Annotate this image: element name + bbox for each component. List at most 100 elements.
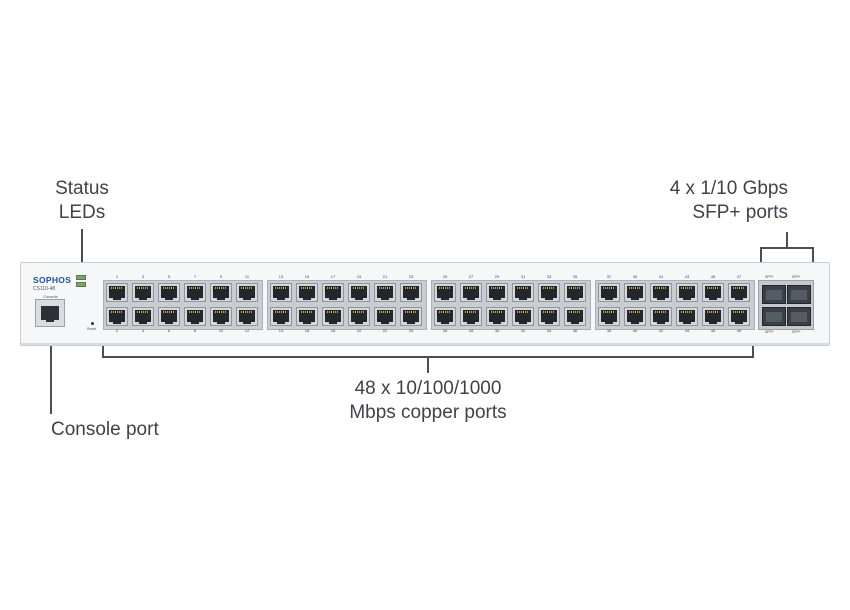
port-number-label: 9 (219, 274, 223, 279)
sfp-port-51[interactable] (762, 307, 786, 326)
port-number-label: 38 (606, 328, 612, 333)
rj45-port-10[interactable] (210, 307, 232, 326)
copper-bracket-stem (427, 356, 429, 373)
rj45-port-9[interactable] (210, 283, 232, 302)
sfp-label-1: SFP+ (765, 275, 774, 279)
rj45-port-36[interactable] (564, 307, 586, 326)
rj45-port-19[interactable] (348, 283, 370, 302)
port-number-label: 13 (278, 274, 284, 279)
sfp-bracket-stem (786, 232, 788, 248)
rj45-port-1[interactable] (106, 283, 128, 302)
reset-label: Reset (87, 327, 97, 331)
rj45-port-40[interactable] (624, 307, 646, 326)
port-number-label: 19 (356, 274, 362, 279)
rj45-port-29[interactable] (486, 283, 508, 302)
rj45-port-32[interactable] (512, 307, 534, 326)
rj45-port-47[interactable] (728, 283, 750, 302)
console-port-cavity (41, 306, 59, 320)
rj45-port-15[interactable] (296, 283, 318, 302)
rj45-port-17[interactable] (322, 283, 344, 302)
rj45-port-5[interactable] (158, 283, 180, 302)
port-number-label: 41 (658, 274, 664, 279)
port-number-label: 10 (218, 328, 224, 333)
rj45-port-28[interactable] (460, 307, 482, 326)
status-leds-label-line2: LEDs (58, 202, 106, 223)
port-number-label: 5 (167, 274, 171, 279)
rj45-port-48[interactable] (728, 307, 750, 326)
rj45-port-41[interactable] (650, 283, 672, 302)
rj45-port-39[interactable] (624, 283, 646, 302)
console-leader-line (50, 330, 52, 414)
rj45-port-25[interactable] (434, 283, 456, 302)
status-leds-callout: Status LEDs (44, 177, 120, 225)
rj45-port-30[interactable] (486, 307, 508, 326)
sfp-port-52[interactable] (787, 307, 811, 326)
brand-logo: SOPHOS (33, 275, 72, 285)
rj45-port-21[interactable] (374, 283, 396, 302)
port-number-label: 6 (167, 328, 171, 333)
rj45-port-31[interactable] (512, 283, 534, 302)
rj45-port-16[interactable] (296, 307, 318, 326)
port-number-label: 12 (244, 328, 250, 333)
copper-bracket-left (102, 337, 104, 357)
rj45-port-34[interactable] (538, 307, 560, 326)
rj45-port-23[interactable] (400, 283, 422, 302)
sfp-port-50[interactable] (787, 285, 811, 304)
port-number-label: 18 (330, 328, 336, 333)
port-number-label: 44 (684, 328, 690, 333)
port-number-label: 20 (356, 328, 362, 333)
port-number-label: 3 (141, 274, 145, 279)
rj45-port-35[interactable] (564, 283, 586, 302)
rj45-port-18[interactable] (322, 307, 344, 326)
port-number-label: 1 (115, 274, 119, 279)
rj45-port-38[interactable] (598, 307, 620, 326)
rj45-port-20[interactable] (348, 307, 370, 326)
rj45-port-12[interactable] (236, 307, 258, 326)
sfp-bracket-left (760, 247, 762, 265)
model-label: CS110-48 (33, 286, 56, 292)
rj45-port-27[interactable] (460, 283, 482, 302)
port-number-label: 34 (546, 328, 552, 333)
sfp-bracket-right (812, 247, 814, 265)
rj45-port-3[interactable] (132, 283, 154, 302)
port-number-label: 8 (193, 328, 197, 333)
port-number-label: 30 (494, 328, 500, 333)
port-number-label: 36 (572, 328, 578, 333)
rj45-port-7[interactable] (184, 283, 206, 302)
port-number-label: 48 (736, 328, 742, 333)
port-number-label: 37 (606, 274, 612, 279)
rj45-port-45[interactable] (702, 283, 724, 302)
reset-button[interactable] (91, 322, 94, 325)
port-number-label: 31 (520, 274, 526, 279)
port-number-label: 17 (330, 274, 336, 279)
rj45-port-43[interactable] (676, 283, 698, 302)
rj45-port-8[interactable] (184, 307, 206, 326)
sfp-port-49[interactable] (762, 285, 786, 304)
rj45-port-14[interactable] (270, 307, 292, 326)
rj45-port-42[interactable] (650, 307, 672, 326)
rj45-port-2[interactable] (106, 307, 128, 326)
sfp-label-3: SFP+ (765, 330, 774, 334)
rj45-port-46[interactable] (702, 307, 724, 326)
port-number-label: 28 (468, 328, 474, 333)
port-number-label: 35 (572, 274, 578, 279)
port-number-label: 45 (710, 274, 716, 279)
port-number-label: 42 (658, 328, 664, 333)
rj45-port-22[interactable] (374, 307, 396, 326)
rj45-port-4[interactable] (132, 307, 154, 326)
sfp-port-block (758, 280, 814, 330)
port-number-label: 21 (382, 274, 388, 279)
rj45-port-13[interactable] (270, 283, 292, 302)
rj45-port-24[interactable] (400, 307, 422, 326)
rj45-port-6[interactable] (158, 307, 180, 326)
port-number-label: 33 (546, 274, 552, 279)
rj45-port-33[interactable] (538, 283, 560, 302)
rj45-port-26[interactable] (434, 307, 456, 326)
port-number-label: 23 (408, 274, 414, 279)
rj45-port-11[interactable] (236, 283, 258, 302)
console-port[interactable] (35, 299, 65, 327)
rj45-port-37[interactable] (598, 283, 620, 302)
port-number-label: 7 (193, 274, 197, 279)
port-number-label: 39 (632, 274, 638, 279)
rj45-port-44[interactable] (676, 307, 698, 326)
